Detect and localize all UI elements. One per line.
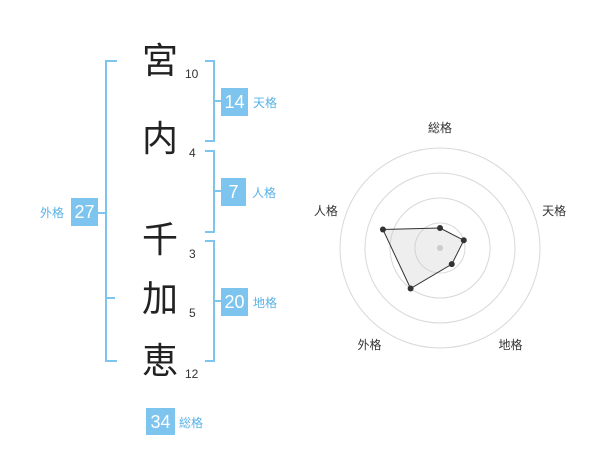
radar-ring-4 [339,147,541,349]
gaikaku-mid-tick [105,297,115,299]
radar-ring-3 [364,172,516,324]
stroke-count-4: 5 [189,306,196,320]
jinkaku-bracket [205,150,215,233]
tenkaku-connector [215,100,221,102]
gaikaku-bracket [105,60,117,362]
radar-point-2 [460,237,467,244]
radar-center-dot [437,245,443,251]
radar-point-4 [407,285,414,292]
name-char-5: 恵 [141,341,178,382]
radar-ring-1 [414,222,466,274]
radar-point-1 [437,225,443,231]
stroke-count-5: 12 [185,367,199,381]
radar-axis-label-5: 人格 [314,203,338,218]
tenkaku-bracket [205,60,215,142]
jinkaku-label: 人格 [252,186,277,200]
radar-axis-label-1: 総格 [428,120,452,135]
radar-point-5 [379,226,386,233]
chikaku-connector [215,300,221,302]
name-char-2: 内 [141,119,178,160]
gaikaku-value-badge: 27 [71,198,98,226]
name-char-3: 千 [141,220,178,261]
radar-axis-label-3: 地格 [499,337,523,352]
radar-axis-label-4: 外格 [357,337,381,352]
radar-point-3 [448,261,455,268]
gaikaku-label: 外格 [40,206,65,220]
chikaku-bracket [205,240,215,362]
radar-polygon [382,227,465,290]
name-char-4: 加 [141,279,178,320]
stroke-count-2: 4 [189,146,196,160]
stroke-count-1: 10 [185,67,199,81]
chikaku-value-badge: 20 [221,288,248,316]
name-char-1: 宮 [141,41,178,82]
chikaku-label: 地格 [253,296,278,310]
radar-ring-2 [389,197,491,299]
stroke-count-3: 3 [189,247,196,261]
soukaku-value-badge: 34 [146,408,175,435]
gaikaku-connector [98,212,106,214]
tenkaku-value-badge: 14 [221,88,248,116]
tenkaku-label: 天格 [253,96,278,110]
radar-axis-label-2: 天格 [542,203,566,218]
soukaku-label: 総格 [179,416,204,430]
jinkaku-value-badge: 7 [221,178,246,206]
jinkaku-connector [215,190,221,192]
